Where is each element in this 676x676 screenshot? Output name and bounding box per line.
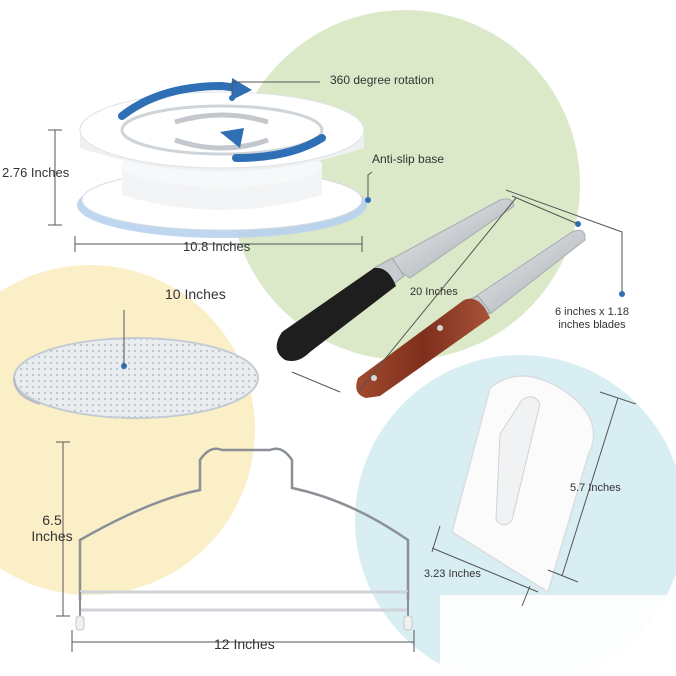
turntable-height-label: 2.76 Inches [2,165,70,180]
leveler-height-line2: Inches [31,528,73,545]
spatula-length-label: 20 Inches [410,286,458,298]
cake-turntable [77,78,367,238]
spatula-blade-line1: 6 inches x 1.18 [555,306,629,318]
leveler-width-label: 12 Inches [214,636,275,652]
spatula-blade-label: 6 inches x 1.18 inches blades [546,306,638,331]
scraper-width-label: 3.23 Inches [424,568,481,580]
spatula-dimensions [291,189,625,393]
leveler-height-line1: 6.5 [42,512,62,528]
rotation-label: 360 degree rotation [330,73,435,87]
cake-leveler [75,447,413,631]
anti-slip-label: Anti-slip base [372,152,445,166]
scraper-dimensions [431,391,637,607]
board-diameter-label: 10 Inches [165,286,226,302]
leveler-height-label: 6.5 Inches [22,512,82,544]
leveler-dimensions [56,441,415,652]
turntable-width-label: 10.8 Inches [183,239,251,254]
rotation-arrows [118,78,326,162]
green-circle [230,10,580,360]
icing-scraper [451,375,595,594]
turntable-dimensions [48,81,373,252]
cake-board [13,310,259,419]
spatula-blade-line2: inches blades [558,318,626,331]
offset-spatulas [276,198,586,398]
yellow-circle [0,265,255,595]
scraper-height-label: 5.7 Inches [570,482,621,494]
